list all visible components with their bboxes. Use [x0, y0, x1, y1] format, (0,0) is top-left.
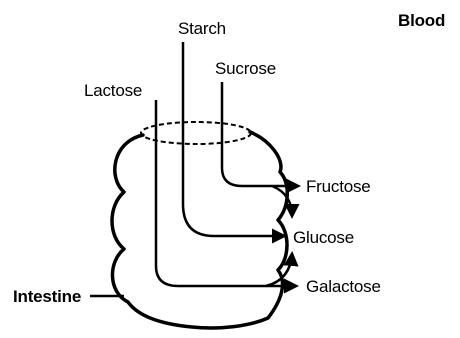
- galactose-label: Galactose: [306, 278, 381, 295]
- intestine-label: Intestine: [13, 288, 81, 305]
- fructose-label: Fructose: [306, 178, 371, 195]
- lactose-path: [156, 100, 296, 286]
- sucrose-path: [222, 82, 298, 186]
- lactose-label: Lactose: [84, 82, 142, 99]
- blood-label: Blood: [398, 12, 445, 29]
- glucose-label: Glucose: [293, 229, 354, 246]
- intestine-tube-outline: [112, 132, 287, 328]
- sucrose-label: Sucrose: [215, 60, 276, 77]
- starch-label: Starch: [178, 20, 226, 37]
- intestine-opening: [141, 122, 251, 144]
